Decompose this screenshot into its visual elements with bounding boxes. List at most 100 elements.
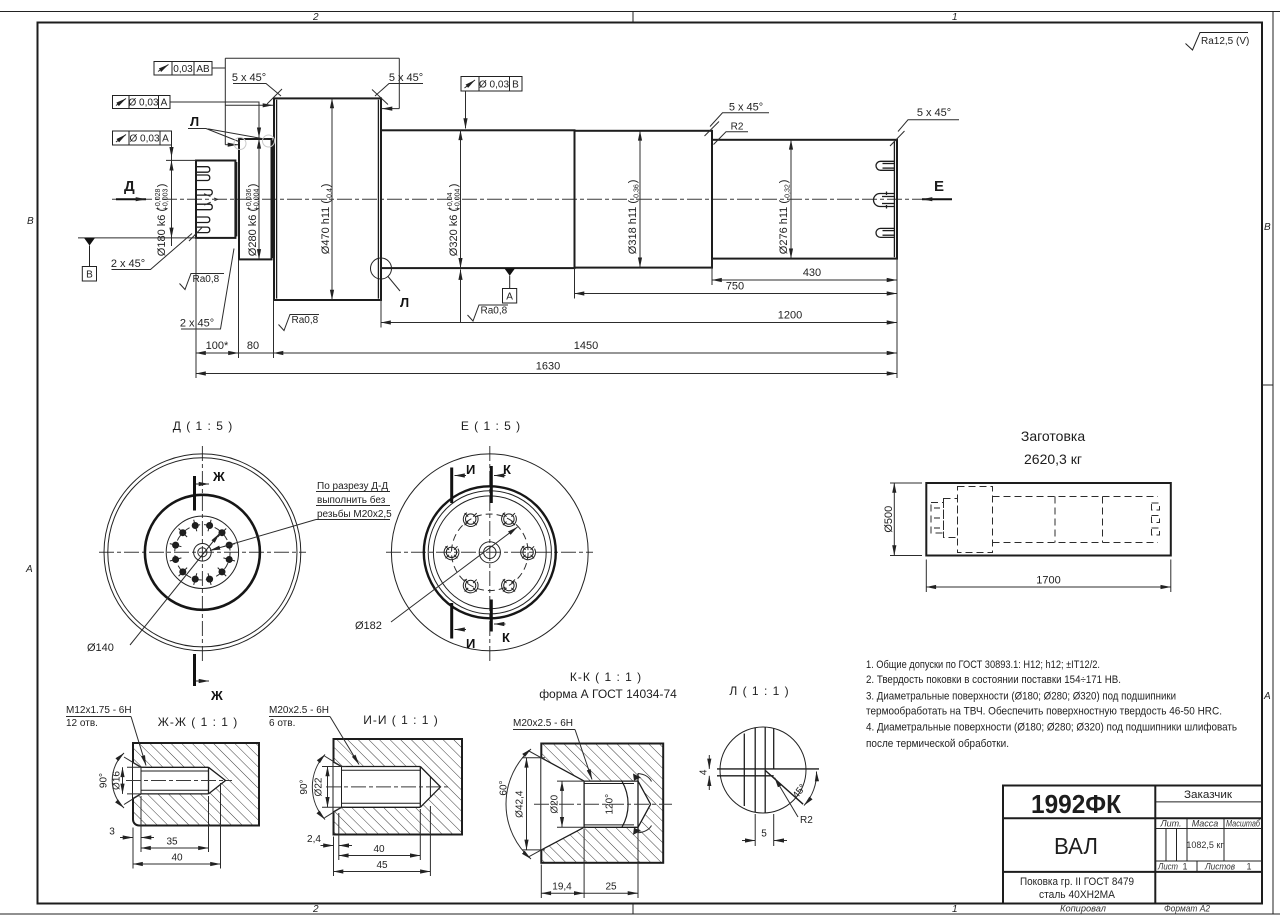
svg-text:Ø20: Ø20 — [550, 794, 561, 813]
svg-text:1. Общие допуски по ГОСТ 30893: 1. Общие допуски по ГОСТ 30893.1: Н12; h… — [866, 659, 1100, 671]
svg-text:5: 5 — [761, 829, 767, 840]
svg-text:форма А ГОСТ 14034-74: форма А ГОСТ 14034-74 — [539, 687, 677, 701]
svg-text:5 x 45°: 5 x 45° — [389, 72, 423, 84]
svg-text:2 x 45°: 2 x 45° — [111, 258, 145, 270]
svg-text:Л: Л — [190, 114, 199, 129]
svg-text:К: К — [503, 462, 511, 477]
svg-text:Лит.: Лит. — [1159, 819, 1181, 829]
svg-text:0,03: 0,03 — [173, 64, 193, 75]
svg-text:2 x 45°: 2 x 45° — [180, 318, 214, 330]
svg-text:): ) — [156, 184, 168, 188]
svg-text:40: 40 — [373, 844, 385, 855]
svg-text:Ø 0,03: Ø 0,03 — [129, 134, 159, 145]
svg-text:Ø280 k6 (: Ø280 k6 ( — [247, 208, 259, 257]
svg-text:25: 25 — [605, 882, 617, 893]
svg-text:120°: 120° — [605, 794, 616, 815]
svg-text:Поковка гр. II ГОСТ 8479: Поковка гр. II ГОСТ 8479 — [1020, 876, 1134, 888]
svg-text:1: 1 — [1182, 862, 1187, 872]
svg-text:АВ: АВ — [196, 64, 210, 75]
svg-text:Формат А2: Формат А2 — [1164, 904, 1210, 914]
svg-text:Ø22: Ø22 — [314, 777, 325, 796]
svg-text:Ø276 h11 (: Ø276 h11 ( — [778, 200, 790, 255]
svg-text:40: 40 — [171, 853, 183, 864]
svg-text:И: И — [466, 636, 475, 651]
svg-text:Ø182: Ø182 — [355, 620, 382, 632]
svg-text:К: К — [502, 630, 510, 645]
svg-text:Ø16: Ø16 — [112, 771, 123, 790]
svg-text:4. Диаметральные поверхности (: 4. Диаметральные поверхности (Ø180; Ø280… — [866, 722, 1237, 734]
svg-text:Ж-Ж ( 1 : 1 ): Ж-Ж ( 1 : 1 ) — [158, 715, 239, 729]
svg-text:после термической обработки.: после термической обработки. — [866, 738, 1009, 750]
svg-text:): ) — [778, 180, 790, 184]
svg-text:5 x 45°: 5 x 45° — [729, 102, 763, 114]
svg-text:3: 3 — [109, 827, 115, 838]
svg-text:В: В — [512, 80, 519, 91]
svg-text:A: A — [1263, 691, 1271, 702]
svg-text:+0,003: +0,003 — [163, 188, 170, 210]
svg-text:А: А — [161, 98, 168, 109]
svg-text:1: 1 — [952, 904, 958, 915]
svg-text:В: В — [86, 270, 93, 281]
svg-text:Масштаб: Масштаб — [1226, 819, 1261, 829]
svg-text:Листов: Листов — [1204, 862, 1235, 872]
svg-text:60°: 60° — [499, 780, 510, 795]
svg-text:2,4: 2,4 — [307, 834, 321, 845]
svg-text:90°: 90° — [299, 779, 310, 794]
svg-text:Ø500: Ø500 — [883, 506, 895, 533]
svg-text:+0,028: +0,028 — [155, 188, 162, 210]
svg-text:1700: 1700 — [1036, 575, 1060, 587]
svg-text:резьбы М20х2,5: резьбы М20х2,5 — [317, 508, 392, 520]
svg-text:5 x 45°: 5 x 45° — [917, 107, 951, 119]
svg-text:1992ФК: 1992ФК — [1031, 789, 1121, 819]
svg-text:Ra12,5 (V): Ra12,5 (V) — [1201, 36, 1249, 47]
svg-text:Заказчик: Заказчик — [1184, 789, 1232, 801]
svg-text:Лист: Лист — [1157, 862, 1178, 872]
svg-text:5 x 45°: 5 x 45° — [232, 72, 266, 84]
svg-text:+0,004: +0,004 — [254, 188, 261, 210]
svg-text:4: 4 — [699, 769, 710, 775]
svg-text:Ø180 k6 (: Ø180 k6 ( — [156, 208, 168, 257]
svg-text:Ø140: Ø140 — [87, 642, 114, 654]
svg-text:100*: 100* — [206, 340, 229, 352]
svg-text:12 отв.: 12 отв. — [66, 718, 98, 729]
svg-text:-0,32: -0,32 — [785, 184, 792, 200]
svg-text:И-И ( 1 : 1 ): И-И ( 1 : 1 ) — [363, 713, 439, 727]
svg-text:Ø470 h11 (: Ø470 h11 ( — [320, 200, 332, 255]
svg-text:Е ( 1 : 5 ): Е ( 1 : 5 ) — [461, 419, 521, 433]
svg-text:750: 750 — [726, 281, 744, 293]
svg-text:+0,04: +0,04 — [447, 192, 454, 210]
svg-text:R2: R2 — [731, 122, 744, 133]
svg-text:45: 45 — [376, 860, 388, 871]
svg-text:сталь 40ХН2МА: сталь 40ХН2МА — [1039, 889, 1116, 901]
svg-text:+0,036: +0,036 — [246, 188, 253, 210]
svg-text:): ) — [448, 184, 460, 188]
svg-text:1: 1 — [952, 12, 958, 23]
svg-text:выполнить без: выполнить без — [317, 494, 386, 506]
svg-text:B: B — [1264, 222, 1271, 233]
svg-text:2. Твердость поковки в состоян: 2. Твердость поковки в состоянии поставк… — [866, 674, 1121, 686]
svg-text:): ) — [320, 184, 332, 188]
svg-text:По разрезу Д-Д: По разрезу Д-Д — [317, 481, 388, 492]
svg-text:Заготовка: Заготовка — [1021, 428, 1085, 444]
svg-text:): ) — [247, 184, 259, 188]
svg-text:19,4: 19,4 — [552, 882, 572, 893]
svg-text:Д ( 1 : 5 ): Д ( 1 : 5 ) — [173, 419, 233, 433]
svg-text:Ø42,4: Ø42,4 — [515, 790, 526, 818]
svg-text:термообработать на ТВЧ. Обеспе: термообработать на ТВЧ. Обеспечить повер… — [866, 706, 1222, 718]
svg-text:И: И — [466, 462, 475, 477]
svg-text:Ø318 h11 (: Ø318 h11 ( — [627, 200, 639, 255]
svg-text:Е: Е — [934, 178, 944, 195]
svg-text:Копировал: Копировал — [1060, 904, 1106, 914]
svg-text:90°: 90° — [99, 773, 110, 788]
svg-text:6 отв.: 6 отв. — [269, 718, 295, 729]
svg-text:Масса: Масса — [1192, 819, 1219, 829]
svg-text:Ra0,8: Ra0,8 — [481, 306, 508, 317]
svg-text:430: 430 — [803, 267, 821, 279]
svg-text:2620,3 кг: 2620,3 кг — [1024, 451, 1082, 467]
svg-text:Ra0,8: Ra0,8 — [292, 315, 319, 326]
svg-text:1200: 1200 — [778, 310, 802, 322]
svg-text:Л: Л — [400, 295, 409, 310]
svg-text:-0,4: -0,4 — [327, 188, 334, 200]
svg-text:А: А — [506, 292, 513, 303]
svg-text:К-К ( 1 : 1 ): К-К ( 1 : 1 ) — [570, 670, 642, 684]
